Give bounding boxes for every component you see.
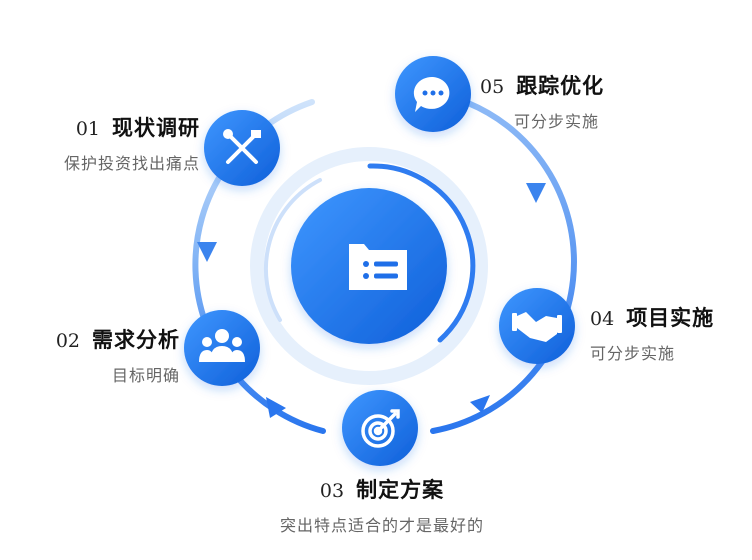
center-node xyxy=(291,188,447,344)
step-description: 保护投资找出痛点 xyxy=(63,154,200,173)
target-icon xyxy=(361,409,400,448)
chat-icon xyxy=(413,76,450,112)
ring-arc-right xyxy=(430,100,577,434)
step-title: 现状调研 xyxy=(112,116,200,140)
step-01-label: 01 现状调研 保护投资找出痛点 xyxy=(64,112,200,174)
tools-icon xyxy=(223,129,261,164)
ring-arrow-right-down xyxy=(526,183,546,203)
team-icon xyxy=(199,329,245,362)
step-05-node xyxy=(395,56,471,132)
step-title: 项目实施 xyxy=(626,306,715,330)
handshake-icon xyxy=(512,312,562,342)
step-number: 03 xyxy=(319,480,345,502)
step-04-node xyxy=(499,288,575,364)
inner-accent-arc-left xyxy=(263,178,322,322)
inner-glow-ring xyxy=(250,147,488,385)
step-02-node xyxy=(184,310,260,386)
step-04-label: 04 项目实施 可分步实施 xyxy=(590,302,714,364)
ring-arrow-bottom-left xyxy=(266,397,286,418)
step-title: 跟踪优化 xyxy=(516,74,605,98)
step-05-label: 05 跟踪优化 可分步实施 xyxy=(480,70,604,132)
step-description: 可分步实施 xyxy=(514,112,600,131)
step-number: 05 xyxy=(480,76,505,98)
step-03-node xyxy=(342,390,418,466)
step-title: 制定方案 xyxy=(356,478,445,502)
step-02-label: 02 需求分析 目标明确 xyxy=(56,324,180,386)
ring-arrow-bottom-right xyxy=(470,395,490,413)
step-01-node xyxy=(204,110,280,186)
folder-list-icon xyxy=(349,244,407,290)
step-number: 01 xyxy=(75,118,100,140)
step-description: 突出特点适合的才是最好的 xyxy=(279,516,484,535)
step-03-label: 03 制定方案 突出特点适合的才是最好的 xyxy=(232,474,532,536)
inner-accent-arc-right xyxy=(367,163,476,343)
step-description: 目标明确 xyxy=(111,366,180,385)
step-description: 可分步实施 xyxy=(590,344,676,363)
step-number: 04 xyxy=(590,308,615,330)
step-title: 需求分析 xyxy=(92,328,180,352)
ring-arrow-left-down xyxy=(197,242,217,262)
step-number: 02 xyxy=(55,330,80,352)
